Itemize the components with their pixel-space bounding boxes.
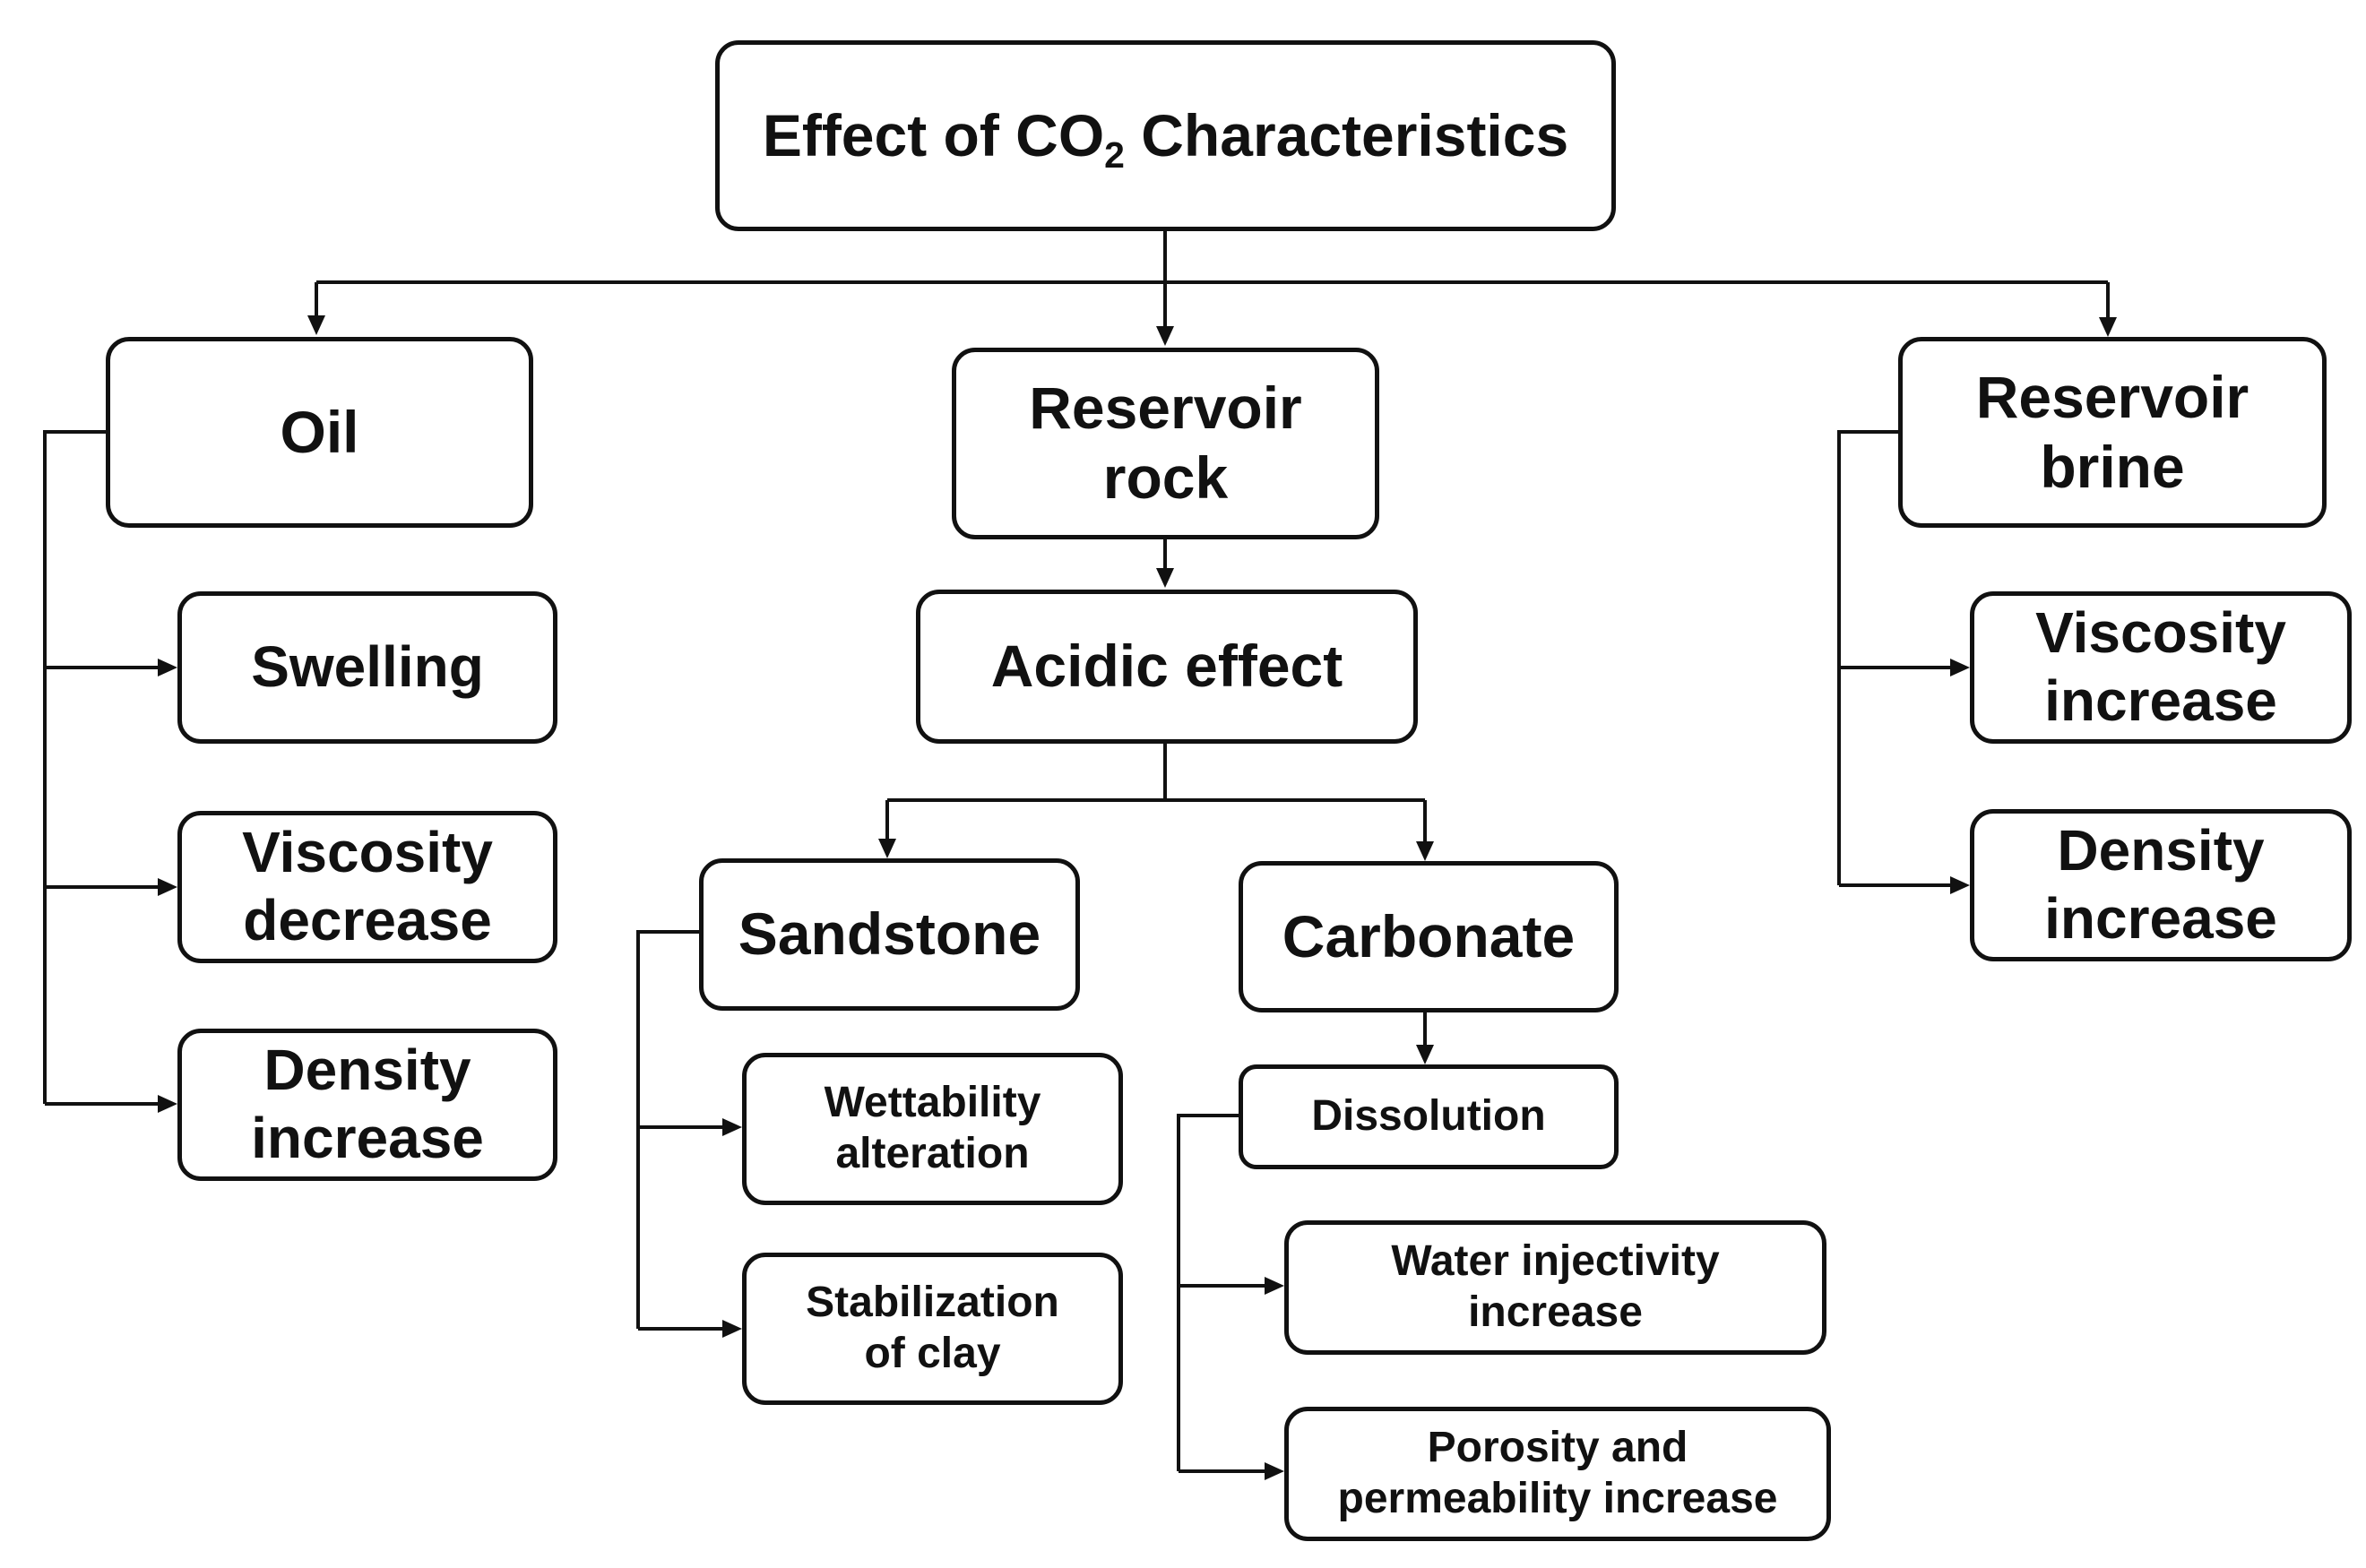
acidic-effect-label: Acidic effect — [990, 633, 1343, 700]
carbonate-effect-porosity: Porosity and permeability increase — [1284, 1407, 1831, 1541]
arrowhead-carbonate — [1416, 841, 1434, 861]
carbonate-effect-water-injectivity: Water injectivity increase — [1284, 1220, 1826, 1355]
carbonate-label: Carbonate — [1282, 902, 1576, 969]
oil-effect-viscosity: Viscosity decrease — [177, 811, 557, 963]
water-injectivity-line1: Water injectivity — [1391, 1237, 1720, 1286]
oil-effect-viscosity-line1: Viscosity — [242, 820, 493, 885]
arrowhead-sandstone — [878, 839, 896, 858]
reservoir-rock-line1: Reservoir — [1029, 375, 1302, 442]
arrowhead-oil-density — [158, 1095, 177, 1113]
brine-effect-density: Density increase — [1970, 809, 2352, 961]
brine-density-line1: Density — [2057, 818, 2265, 883]
root-text-before: Effect of CO — [762, 101, 1105, 168]
connector-oil-spine — [43, 430, 106, 1104]
brine-viscosity-line2: increase — [2044, 668, 2277, 733]
oil-effect-density-line2: increase — [251, 1106, 484, 1170]
oil-effect-density: Density increase — [177, 1029, 557, 1181]
brine-density-line2: increase — [2044, 886, 2277, 951]
carbonate-node: Carbonate — [1239, 861, 1619, 1012]
reservoir-brine-line1: Reservoir — [1975, 363, 2249, 430]
arrowhead-dissolution — [1416, 1045, 1434, 1064]
porosity-line1: Porosity and — [1427, 1424, 1688, 1472]
oil-effect-swelling-label: Swelling — [251, 634, 484, 700]
root-node: Effect of CO2 Characteristics — [715, 40, 1616, 231]
root-text-after: Characteristics — [1124, 101, 1569, 168]
oil-node: Oil — [106, 337, 533, 528]
arrowhead-dissolution-water — [1265, 1277, 1284, 1295]
connector-sandstone-spine — [636, 930, 699, 1329]
reservoir-rock-node: Reservoir rock — [952, 348, 1379, 539]
arrowhead-dissolution-porosity — [1265, 1462, 1284, 1480]
root-label: Effect of CO2 Characteristics — [762, 101, 1569, 174]
dissolution-label: Dissolution — [1311, 1092, 1546, 1141]
sandstone-effect-wettability: Wettability alteration — [742, 1053, 1123, 1205]
porosity-line2: permeability increase — [1337, 1475, 1778, 1522]
brine-viscosity-line1: Viscosity — [2035, 600, 2286, 666]
sandstone-effect-clay: Stabilization of clay — [742, 1253, 1123, 1405]
dissolution-node: Dissolution — [1239, 1064, 1619, 1169]
water-injectivity-line2: increase — [1468, 1288, 1643, 1336]
arrowhead-brine-density — [1950, 876, 1970, 894]
wettability-line2: alteration — [835, 1130, 1030, 1177]
arrowhead-oil — [307, 315, 325, 335]
sandstone-label: Sandstone — [738, 900, 1041, 968]
arrowhead-sandstone-wettability — [722, 1118, 742, 1136]
clay-line1: Stabilization — [806, 1279, 1059, 1327]
reservoir-rock-line2: rock — [1102, 444, 1229, 511]
arrowhead-sandstone-clay — [722, 1320, 742, 1338]
arrowhead-brine — [2099, 317, 2117, 337]
arrowhead-oil-swelling — [158, 659, 177, 676]
brine-effect-viscosity: Viscosity increase — [1970, 591, 2352, 744]
oil-effect-swelling: Swelling — [177, 591, 557, 744]
sandstone-node: Sandstone — [699, 858, 1080, 1011]
root-subscript: 2 — [1104, 134, 1125, 176]
arrowhead-rock — [1156, 326, 1174, 346]
connector-brine-spine — [1837, 430, 1898, 885]
clay-line2: of clay — [864, 1330, 1001, 1377]
arrowhead-acidic — [1156, 568, 1174, 588]
oil-label: Oil — [280, 398, 359, 465]
acidic-effect-node: Acidic effect — [916, 590, 1418, 744]
oil-effect-viscosity-line2: decrease — [243, 888, 492, 952]
arrowhead-oil-viscosity — [158, 878, 177, 896]
reservoir-brine-line2: brine — [2040, 433, 2185, 500]
wettability-line1: Wettability — [824, 1079, 1041, 1127]
reservoir-brine-node: Reservoir brine — [1898, 337, 2327, 528]
arrowhead-brine-viscosity — [1950, 659, 1970, 676]
oil-effect-density-line1: Density — [263, 1038, 471, 1103]
connector-dissolution-spine — [1177, 1114, 1239, 1471]
